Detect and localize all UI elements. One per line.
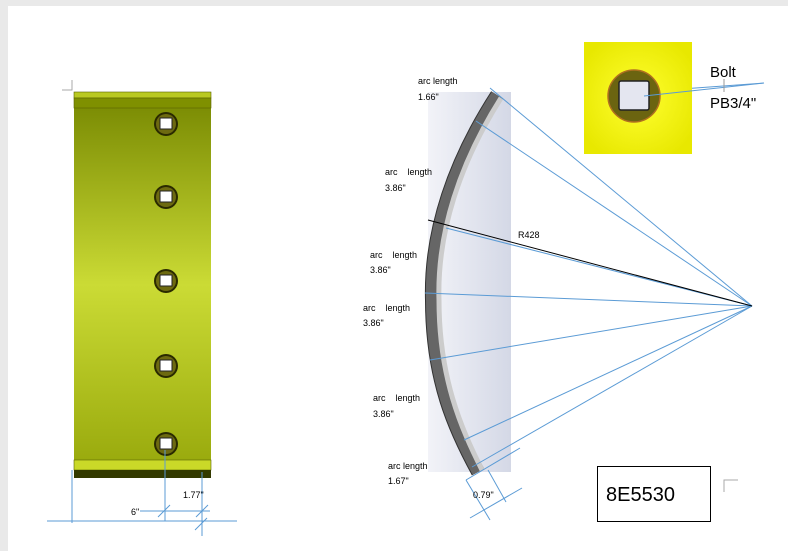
arc-label: arc length bbox=[363, 303, 410, 313]
bolt-holes bbox=[154, 112, 178, 456]
bolt-hole bbox=[154, 185, 178, 209]
arc-label: arc length bbox=[418, 76, 458, 86]
width-dimension-label: 6" bbox=[131, 507, 139, 517]
document-page: 6" 1.77" arc length 1.66" arc length 3.8… bbox=[8, 6, 788, 551]
radius-label: R428 bbox=[518, 230, 540, 240]
part-number-box: 8E5530 bbox=[597, 466, 711, 522]
radius-line bbox=[427, 219, 753, 307]
arc-value: 3.86" bbox=[370, 265, 391, 275]
bolt-spec-label: PB3/4" bbox=[710, 95, 756, 112]
arc-value: 3.86" bbox=[373, 409, 394, 419]
edge-offset-label: 1.77" bbox=[183, 490, 204, 500]
plate-dimensions bbox=[47, 450, 237, 536]
corner-mark bbox=[723, 479, 738, 492]
bolt-hole bbox=[154, 112, 178, 136]
technical-drawing: 6" 1.77" arc length 1.66" arc length 3.8… bbox=[47, 42, 765, 536]
bolt-hole bbox=[154, 269, 178, 293]
bolt-hole bbox=[154, 354, 178, 378]
bolt-leader-line bbox=[643, 82, 765, 97]
bolt-detail-image bbox=[584, 42, 692, 154]
arc-value: 3.86" bbox=[363, 318, 384, 328]
arc-label: arc length bbox=[388, 461, 428, 471]
part-number: 8E5530 bbox=[606, 484, 675, 506]
radial-dimension-lines bbox=[424, 82, 765, 521]
bolt-hole bbox=[154, 432, 178, 456]
arc-label: arc length bbox=[370, 250, 417, 260]
arc-label: arc length bbox=[385, 167, 432, 177]
bolt-label: Bolt bbox=[710, 64, 737, 81]
arc-value: 1.66" bbox=[418, 92, 439, 102]
arc-value: 3.86" bbox=[385, 183, 406, 193]
arc-value: 1.67" bbox=[388, 476, 409, 486]
curved-plate-side-view bbox=[424, 91, 504, 476]
arc-label: arc length bbox=[373, 393, 420, 403]
corner-mark bbox=[62, 80, 73, 91]
wear-plate-front-view bbox=[73, 91, 212, 478]
thickness-label: 0.79" bbox=[473, 490, 494, 500]
